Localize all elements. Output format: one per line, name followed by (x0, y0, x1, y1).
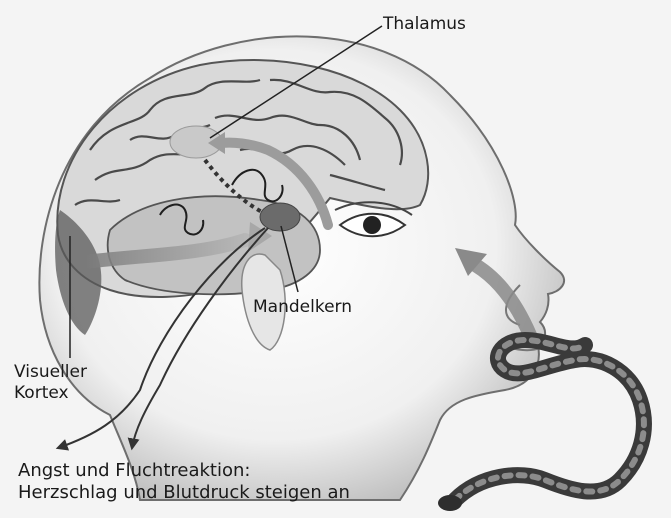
visual-cortex-label-line2: Kortex (14, 383, 87, 404)
mandelkern-label: Mandelkern (253, 297, 352, 317)
amygdala-shape (260, 203, 300, 231)
thalamus-label: Thalamus (383, 14, 466, 34)
caption: Angst und Fluchtreaktion: Herzschlag und… (18, 460, 350, 504)
caption-line1: Angst und Fluchtreaktion: (18, 460, 350, 482)
visual-cortex-label-line1: Visueller (14, 362, 87, 383)
visual-cortex-label: Visueller Kortex (14, 362, 87, 404)
caption-line2: Herzschlag und Blutdruck steigen an (18, 482, 350, 504)
